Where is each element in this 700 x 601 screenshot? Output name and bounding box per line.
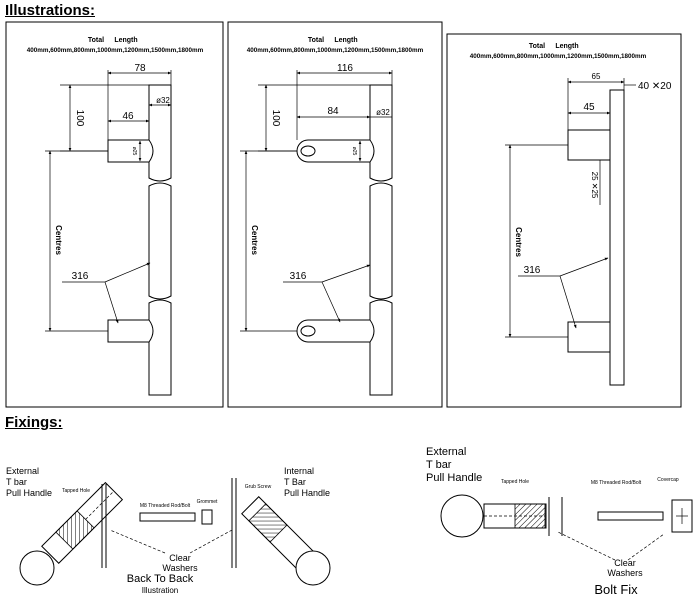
illustrations-heading: Illustrations: [5,2,96,19]
panel-1-dim-height: 100 [74,110,85,127]
panel-1-length-label: Length [114,37,137,44]
fixing-bolt-fix: External T bar Pull Handle Tapped Hole M… [426,446,693,597]
fix-left-threaded-rod: M8 Threaded Rod/Bolt [140,503,191,509]
fix-right-external-3: Pull Handle [426,472,482,484]
panel-2-post-bottom [369,299,393,396]
panel-2-frame [227,21,443,408]
panel-3-square-post [609,89,625,386]
fix-left-internal-2: T Bar [284,477,306,487]
grommet [201,509,213,525]
panel-1-post-top [148,84,172,182]
panel-2-dim-post: ø25 [351,147,357,156]
fix-right-caption: Bolt Fix [594,582,638,597]
panel-2-post-mid [369,182,393,300]
panel-3-dim-mid: 45 [583,102,595,113]
fix-right-external-1: External [426,446,466,458]
panel-1-post-mid [148,182,172,300]
panel-1-dim-centres: 316 [72,271,89,282]
panel-2-dim-centres: 316 [290,271,307,282]
fix-left-clear: Clear [169,553,191,563]
fix-right-covercap: Covercap [657,477,679,483]
panel-2-top-standoff [296,139,375,163]
panel-2-length-label: Length [334,37,357,44]
fix-left-external-3: Pull Handle [6,488,52,498]
right-handle-bar-section [295,550,331,586]
fix-left-external-2: T bar [6,477,27,487]
panel-1-dim-dia: ø32 [156,96,170,105]
panel-2-bottom-standoff [296,319,375,343]
panel-3-lengths: 400mm,600mm,800mm,1000mm,1200mm,1500mm,1… [470,53,647,60]
fix-right-threaded-rod: M8 Threaded Rod/Bolt [591,480,642,486]
panel-1-centres: Centres [54,225,63,255]
fix-right-washers: Washers [607,568,643,578]
panel-1-dim-post: ø25 [131,147,137,156]
panel-3-dim-post: 25 ✕25 [590,172,599,199]
panel-2-total-label: Total [308,37,324,44]
fixing-back-to-back: External T bar Pull Handle Internal T Ba… [6,466,331,595]
panel-1-dim-mid: 46 [122,111,134,122]
fix-left-washers: Washers [162,563,198,573]
panel-3-dim-centres: 316 [524,265,541,276]
panel-1-dim-top: 78 [134,63,146,74]
fix-left-external-1: External [6,466,39,476]
fix-left-tapped-hole: Tapped Hole [62,488,90,494]
panel-3-dim-bar: 40 ✕20 [638,81,672,92]
panel-3-top-standoff [567,129,611,161]
fix-left-grommet: Grommet [197,499,218,505]
panel-1-top-standoff [107,139,154,163]
fix-left-internal-1: Internal [284,466,314,476]
panel-1-bottom-standoff [107,319,154,343]
panel-2-post-top [369,84,393,182]
fix-left-internal-3: Pull Handle [284,488,330,498]
threaded-rod [139,512,196,522]
panel-3-length-label: Length [555,43,578,50]
panel-2-dim-mid: 84 [327,106,339,117]
panel-3-bottom-standoff [567,321,611,353]
left-handle-bar-section [19,550,55,586]
fixings-heading: Fixings: [5,414,63,431]
panel-2-offset-bar: Total Length 400mm,600mm,800mm,1000mm,12… [227,21,443,408]
panel-1-post-bottom [148,299,172,396]
panel-2-centres: Centres [250,225,259,255]
panel-3-centres: Centres [514,227,523,257]
fix-left-grub-screw: Grub Screw [245,484,272,490]
panel-3-frame [446,33,682,408]
panel-3-square-bar: Total Length 400mm,600mm,800mm,1000mm,12… [446,33,682,408]
panel-1-total-label: Total [88,37,104,44]
fix-left-subcaption: Illustration [142,586,178,595]
panel-2-dim-top: 116 [337,63,353,74]
panel-1-lengths: 400mm,600mm,800mm,1000mm,1200mm,1500mm,1… [27,47,204,54]
bolt-fix-bar-section [440,494,484,538]
panel-2-dim-height: 100 [270,110,281,127]
panel-2-dim-dia: ø32 [376,108,390,117]
panel-1-round-bar: Total Length 400mm,600mm,800mm,1000mm,12… [5,21,224,408]
fix-right-tapped-hole: Tapped Hole [501,479,529,485]
fix-right-external-2: T bar [426,459,452,471]
bolt-fix-rod [597,511,664,521]
panel-3-dim-top: 65 [592,72,601,81]
panel-2-lengths: 400mm,600mm,800mm,1000mm,1200mm,1500mm,1… [247,47,424,54]
panel-1-frame [5,21,224,408]
panel-3-total-label: Total [529,43,545,50]
fix-left-caption: Back To Back [127,573,194,585]
fix-right-clear: Clear [614,558,636,568]
